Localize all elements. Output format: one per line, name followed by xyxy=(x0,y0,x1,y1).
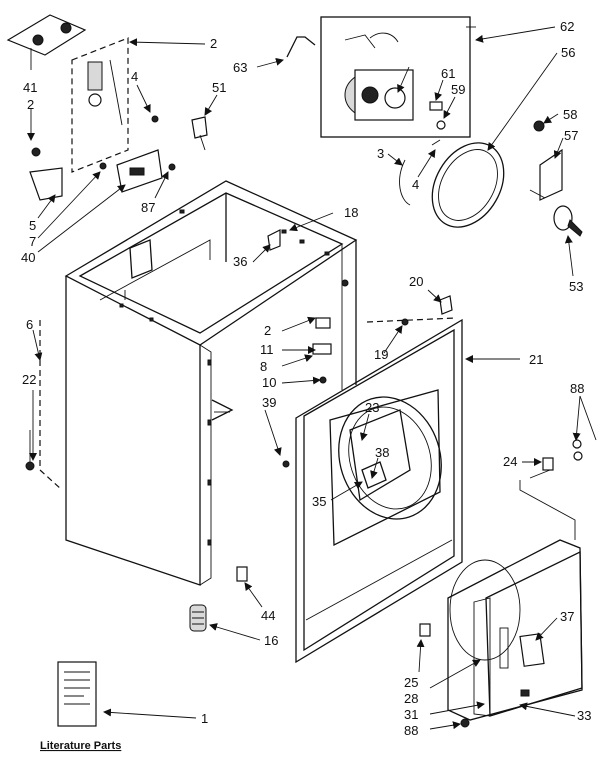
callout-37: 37 xyxy=(560,609,574,624)
drive-rod xyxy=(286,36,316,58)
callout-23: 23 xyxy=(365,400,379,415)
callout-22: 22 xyxy=(22,372,36,387)
callout-16: 16 xyxy=(264,633,278,648)
callout-28: 24 xyxy=(503,454,517,469)
callout-61: 61 xyxy=(441,66,455,81)
callout-36: 33 xyxy=(577,708,591,723)
callout-41: 41 xyxy=(23,80,37,95)
callout-44: 44 xyxy=(261,608,275,623)
callout-33: 35 xyxy=(312,494,326,509)
callout-11: 10 xyxy=(262,375,276,390)
callout-87: 87 xyxy=(141,200,155,215)
callout-7: 6 xyxy=(26,317,33,332)
small-parts xyxy=(25,229,583,728)
callout-57: 57 xyxy=(564,128,578,143)
wire-harness xyxy=(399,159,411,206)
callout-8: 7 xyxy=(29,234,36,249)
callout-5: 5 xyxy=(29,218,36,233)
callout-4b: 4 xyxy=(412,177,419,192)
callout-19: 19 xyxy=(374,347,388,362)
callout-56: 56 xyxy=(561,45,575,60)
front-panel xyxy=(295,317,463,664)
callout-53: 53 xyxy=(569,279,583,294)
callout-62: 62 xyxy=(560,19,574,34)
literature-parts-caption: Literature Parts xyxy=(40,740,121,752)
callout-25: 28 xyxy=(404,691,418,706)
callout-35: 31 xyxy=(404,707,418,722)
side-panel-outline xyxy=(39,320,63,491)
callout-63: 63 xyxy=(233,60,247,75)
callout-88b: 88 xyxy=(404,723,418,738)
callout-15: 11 xyxy=(260,342,274,357)
callout-59: 59 xyxy=(451,82,465,97)
door xyxy=(447,539,583,721)
callout-31: 36 xyxy=(233,254,247,269)
callout-4: 4 xyxy=(131,69,138,84)
callout-3: 3 xyxy=(377,146,384,161)
callout-40: 40 xyxy=(21,250,35,265)
callout-18: 18 xyxy=(344,205,358,220)
callout-88: 88 xyxy=(570,381,584,396)
leader-lines xyxy=(27,26,597,730)
callout-38: 38 xyxy=(375,445,389,460)
callout-51: 51 xyxy=(212,80,226,95)
callout-10: 8 xyxy=(260,359,267,374)
callout-39: 39 xyxy=(262,395,276,410)
motor-assembly xyxy=(320,16,471,138)
callout-1: 1 xyxy=(201,711,208,726)
callout-labels: 2 41 2 4 51 5 7 40 87 18 36 2 11 8 10 19… xyxy=(21,19,591,752)
cabinet xyxy=(64,180,358,586)
callout-20: 20 xyxy=(409,274,423,289)
callout-21: 21 xyxy=(529,352,543,367)
callout-6: 2 xyxy=(210,36,217,51)
callout-58: 58 xyxy=(563,107,577,122)
callout-2b: 2 xyxy=(264,323,271,338)
control-parts xyxy=(6,14,208,201)
drive-belt xyxy=(431,142,505,228)
callout-2: 2 xyxy=(27,97,34,112)
callout-24: 25 xyxy=(404,675,418,690)
